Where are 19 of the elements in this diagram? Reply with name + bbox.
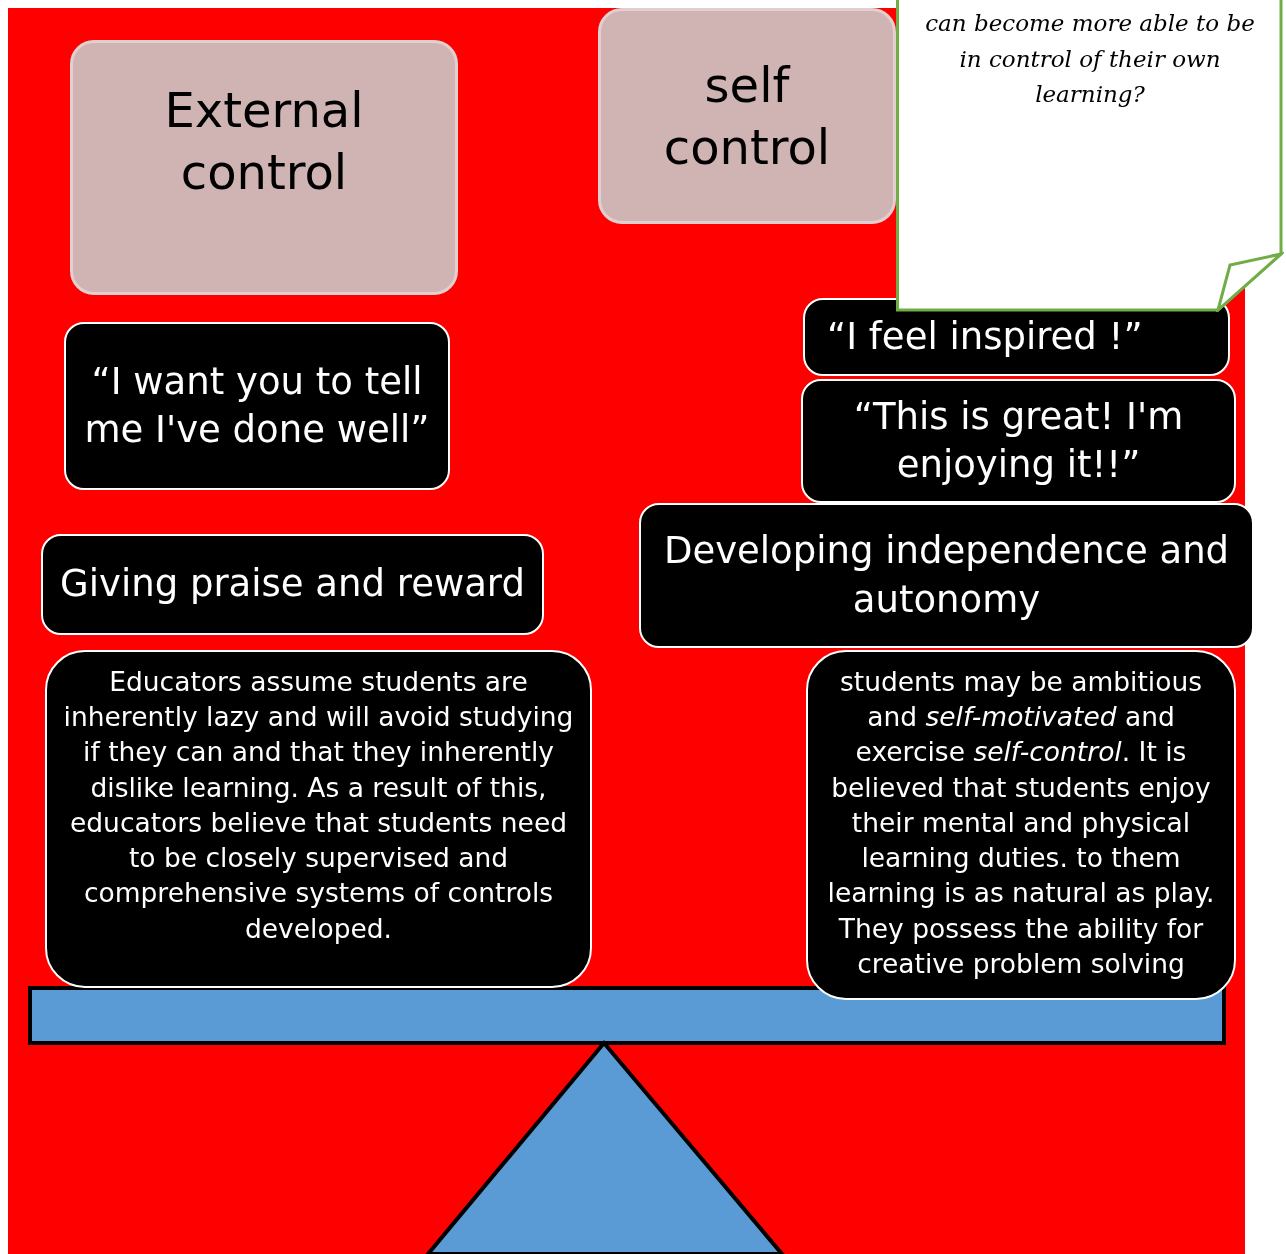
quote-box bbox=[64, 322, 450, 490]
quote-text: “I feel inspired !” bbox=[827, 313, 1143, 360]
quote-box bbox=[41, 534, 544, 635]
heading-box bbox=[70, 40, 458, 295]
paragraph: students may be ambitious and self-motivated and exercise self-control. It is believed that students enjoy their mental and physical learning duties. to them learning is as natural as play. They possess the ability for creative problem solving bbox=[826, 665, 1216, 981]
question-text: can become more able to be in control of their own learning? bbox=[924, 9, 1256, 110]
quote-text: Developing independence and autonomy bbox=[662, 528, 1231, 623]
quote-text: “This is great! I'm enjoying it!!” bbox=[852, 393, 1185, 488]
quote-box bbox=[801, 379, 1236, 503]
text-box bbox=[806, 650, 1236, 1000]
note-card bbox=[896, 0, 1284, 312]
text-box bbox=[45, 650, 592, 988]
heading-text: self control bbox=[662, 55, 832, 177]
quote-text: “I want you to tell me I've done well” bbox=[83, 358, 431, 453]
heading-box bbox=[598, 8, 896, 224]
quote-text: Giving praise and reward bbox=[60, 561, 525, 608]
heading-text: External control bbox=[163, 81, 365, 203]
paragraph: Educators assume students are inherently lazy and will avoid studying if they can and that they inherently dislike learning. As a result of this, educators believe that students need to be closely supervised and comprehensive systems of controls developed. bbox=[62, 665, 575, 946]
quote-box bbox=[639, 503, 1254, 648]
